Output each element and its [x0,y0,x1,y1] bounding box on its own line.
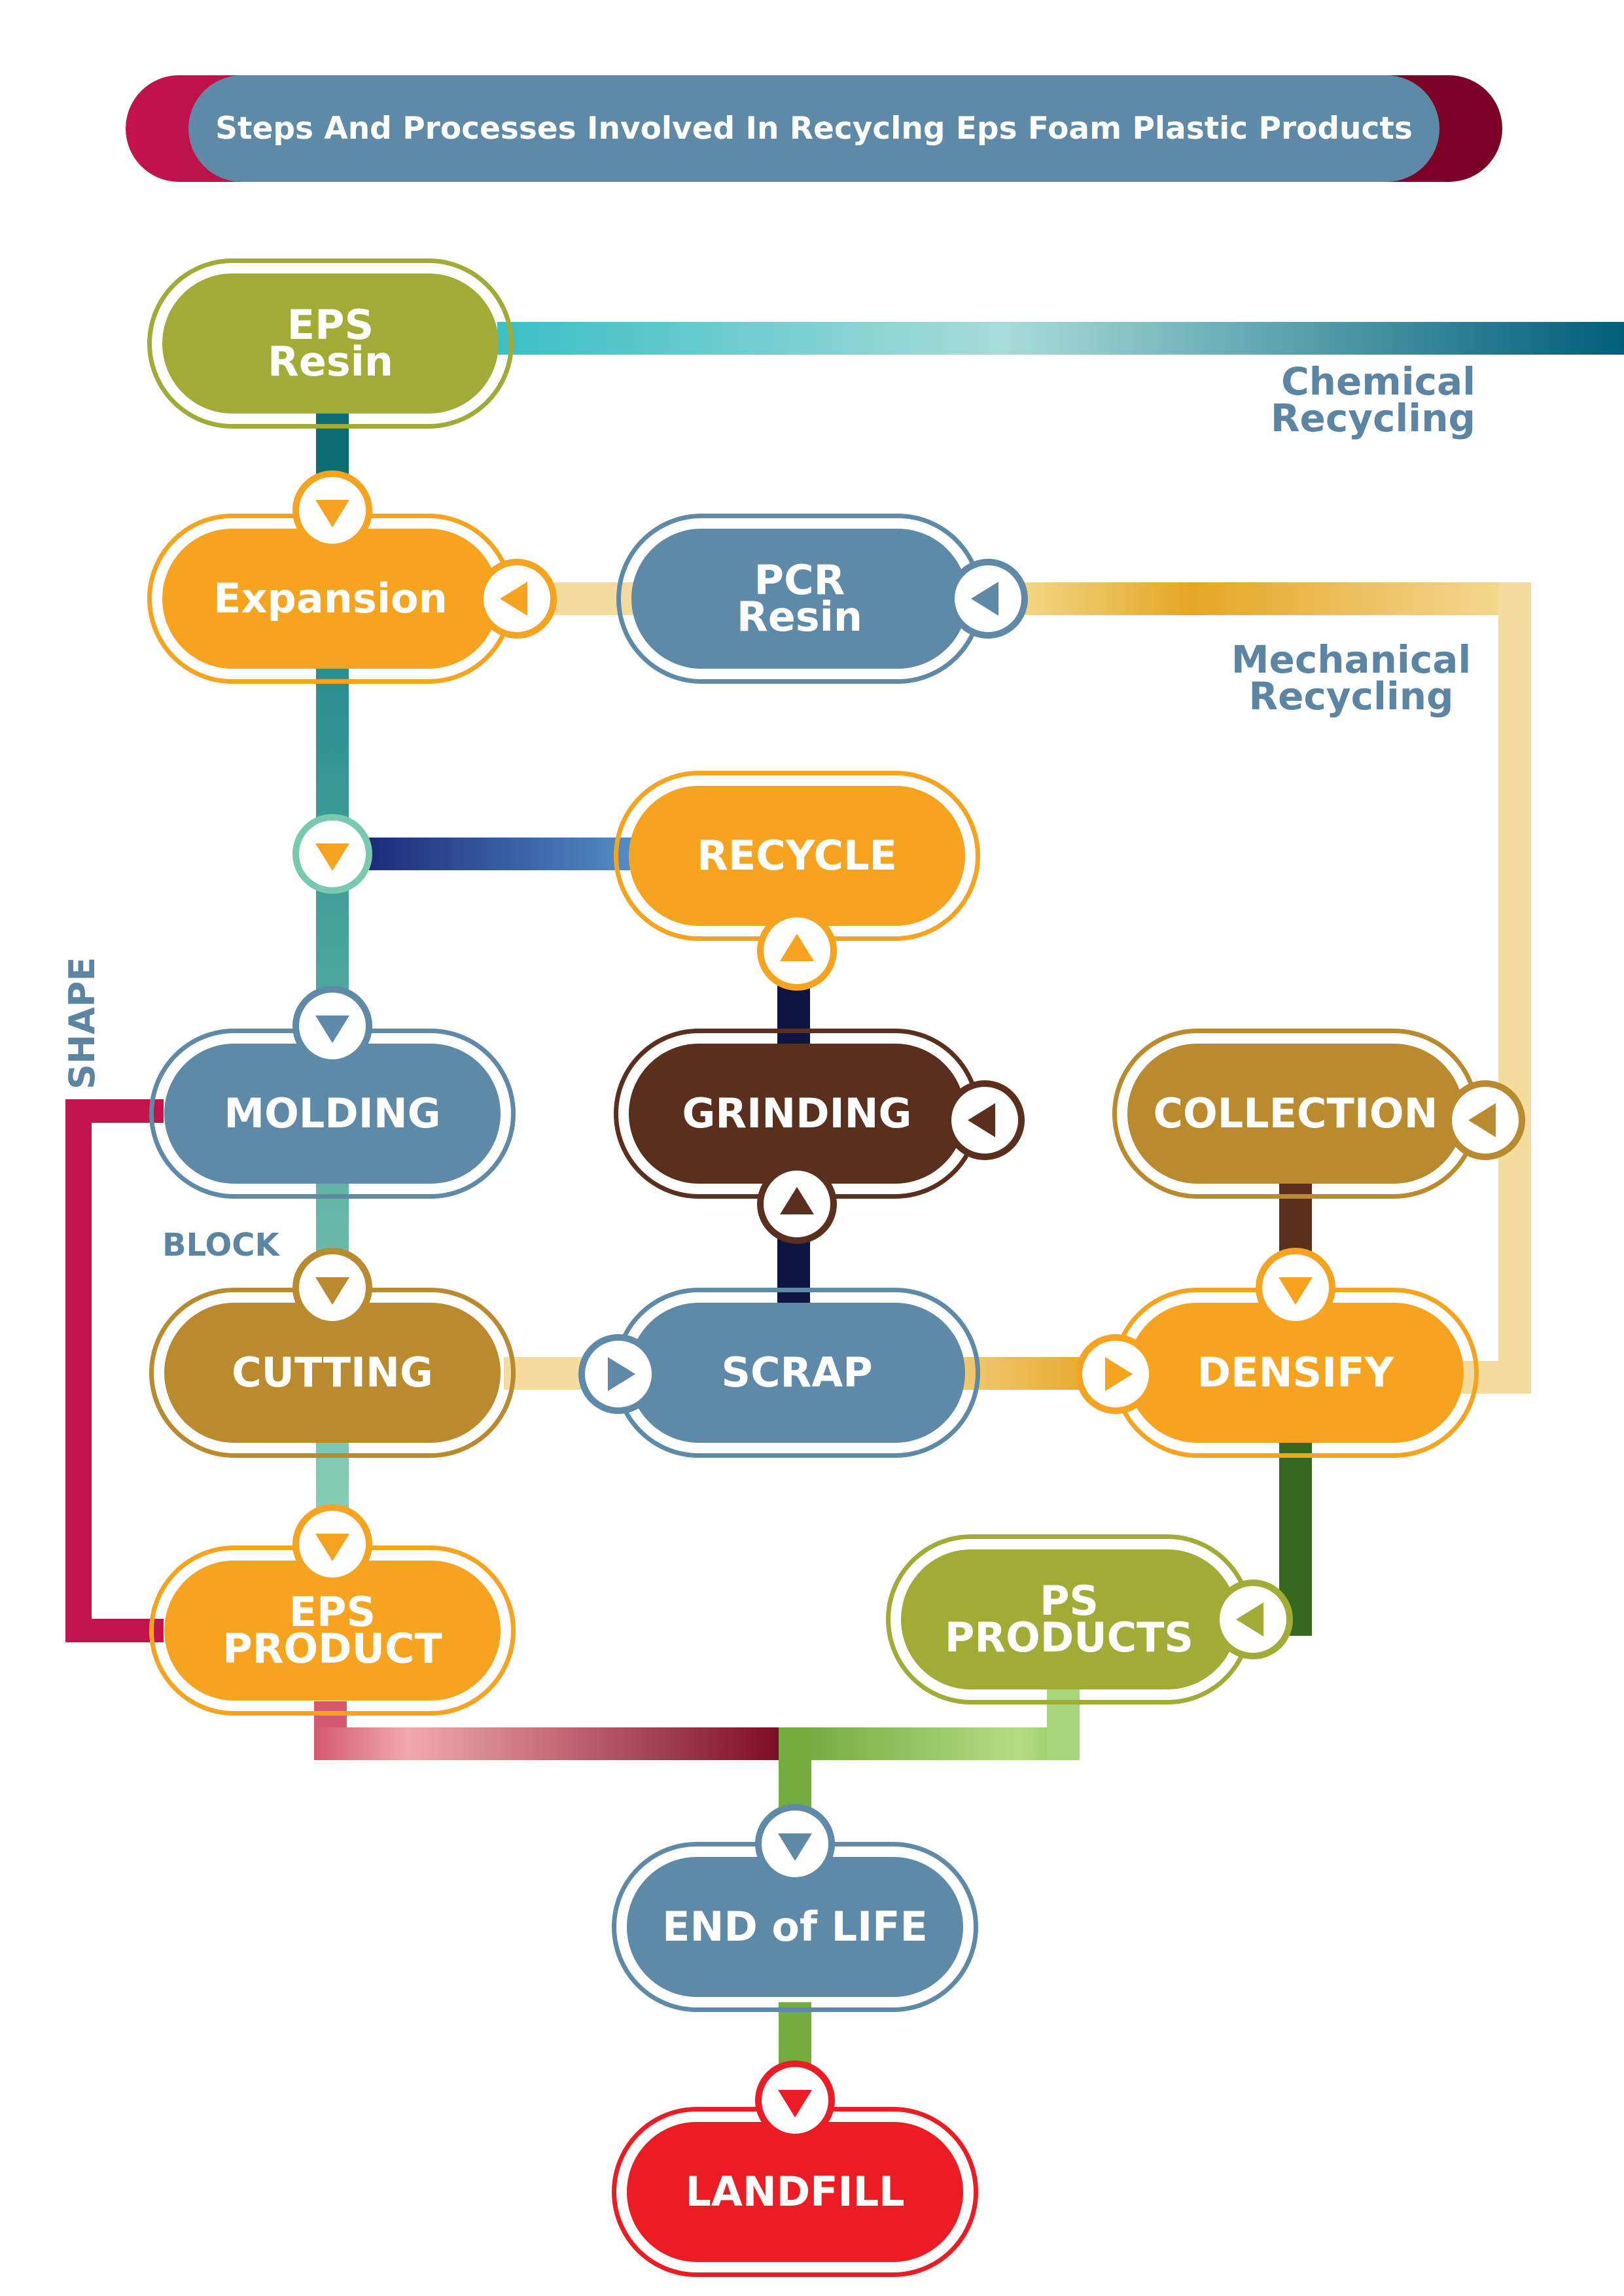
node-pcr-resin[interactable]: PCR Resin [616,514,983,684]
node-end-of-life-label: END of LIFE [662,1903,928,1951]
node-landfill[interactable]: LANDFILL [612,2107,978,2277]
arrow-left-icon [477,559,557,639]
arrow-left-icon [1213,1580,1293,1659]
arrow-down-icon [1256,1248,1335,1328]
arrow-down-icon [292,1504,372,1584]
line-right-loop [1498,582,1531,1394]
node-expansion-label: Expansion [213,574,448,622]
node-collection-label: COLLECTION [1153,1089,1438,1137]
line-epsproduct-merge [314,1727,785,1760]
mechanical-recycling-line [1008,582,1531,615]
node-molding-label: MOLDING [224,1089,441,1137]
arrow-down-icon [292,986,372,1066]
node-eps-resin-label: EPS Resin [267,301,394,385]
arrow-right-icon [578,1334,658,1414]
chemical-recycling-line [497,322,1624,355]
node-grinding[interactable]: GRINDING [614,1029,980,1199]
arrow-down-icon [755,1804,835,1884]
node-pcr-resin-label: PCR Resin [736,556,863,641]
page-title: Steps And Processes Involved In Recyclng… [215,111,1413,147]
node-scrap-label: SCRAP [721,1349,873,1396]
node-eps-product-label: EPS PRODUCT [222,1588,442,1672]
label-shape: SHAPE [62,957,103,1089]
arrow-left-icon [948,559,1028,639]
node-densify-label: DENSIFY [1197,1349,1394,1396]
arrow-down-icon [292,470,372,550]
node-eps-resin[interactable]: EPS Resin [147,258,514,429]
node-molding[interactable]: MOLDING [149,1029,516,1199]
line-shape-bottom [65,1619,164,1642]
arrow-down-icon [292,1248,372,1328]
node-cutting-label: CUTTING [232,1349,433,1396]
arrow-up-icon [757,1164,837,1244]
title-banner-inner: Steps And Processes Involved In Recyclng… [188,75,1439,182]
arrow-left-icon [945,1080,1025,1160]
node-ps-products-label: PS PRODUCTS [944,1577,1194,1661]
arrow-down-icon [755,2060,835,2140]
title-banner: Steps And Processes Involved In Recyclng… [126,75,1502,182]
label-mechanical-recycling: Mechanical Recycling [1231,637,1472,718]
node-scrap[interactable]: SCRAP [614,1288,980,1458]
arrow-right-icon [1076,1334,1156,1414]
arrow-up-icon [757,911,837,991]
label-block: BLOCK [162,1227,279,1263]
label-chemical-recycling: Chemical Recycling [1270,359,1475,440]
line-shape-vertical [65,1099,92,1642]
line-recycle-spine [366,838,641,870]
node-recycle-label: RECYCLE [697,832,897,879]
node-ps-products[interactable]: PS PRODUCTS [886,1534,1252,1704]
line-ps-merge [779,1727,1080,1760]
node-landfill-label: LANDFILL [685,2168,905,2216]
arrow-down-icon [292,814,372,894]
node-grinding-label: GRINDING [682,1089,912,1137]
arrow-left-icon [1445,1080,1525,1160]
node-recycle[interactable]: RECYCLE [614,771,980,941]
